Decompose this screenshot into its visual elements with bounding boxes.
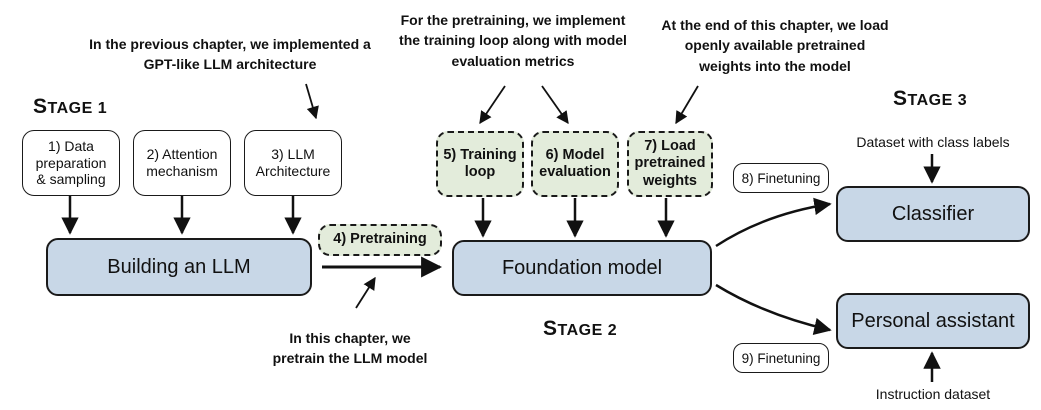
note-this-chapter: In this chapter, we pretrain the LLM mod…: [272, 330, 428, 367]
step-data-preparation: 1) Data preparation & sampling: [22, 130, 120, 196]
step-attention-mechanism: 2) Attention mechanism: [133, 130, 231, 196]
arrow-note-to-arch: [305, 83, 319, 120]
personal-assistant-box: Personal assistant: [836, 293, 1030, 349]
arrow-note-to-load-weights: [675, 85, 699, 125]
step-model-evaluation: 6) Model evaluation: [531, 131, 619, 197]
foundation-model-box: Foundation model: [452, 240, 712, 296]
note-previous-chapter: In the previous chapter, we implemented …: [89, 36, 371, 73]
finetuning-8-label: 8) Finetuning: [733, 163, 829, 193]
dataset-class-labels: Dataset with class labels: [856, 134, 1010, 150]
stage-3-label: STAGE 3: [893, 87, 968, 110]
arrow-this-chapter-note: [355, 276, 376, 309]
finetuning-9-label: 9) Finetuning: [733, 343, 829, 373]
arrow-foundation-to-classifier: [715, 197, 832, 248]
arrow-note-to-model-eval: [541, 85, 569, 125]
step-pretraining: 4) Pretraining: [318, 224, 442, 256]
note-pretraining-loop: For the pretraining, we implement the tr…: [399, 12, 627, 69]
stage-1-label: STAGE 1: [33, 95, 108, 118]
step-training-loop: 5) Training loop: [436, 131, 524, 197]
arrow-note-to-training-loop: [479, 85, 506, 125]
step-load-pretrained-weights: 7) Load pretrained weights: [627, 131, 713, 197]
step-llm-architecture: 3) LLM Architecture: [244, 130, 342, 196]
building-an-llm-box: Building an LLM: [46, 238, 312, 296]
note-load-weights: At the end of this chapter, we load open…: [661, 17, 889, 74]
stage-2-label: STAGE 2: [543, 317, 618, 340]
classifier-box: Classifier: [836, 186, 1030, 242]
arrow-foundation-to-assistant: [715, 283, 832, 335]
instruction-dataset: Instruction dataset: [875, 386, 991, 402]
